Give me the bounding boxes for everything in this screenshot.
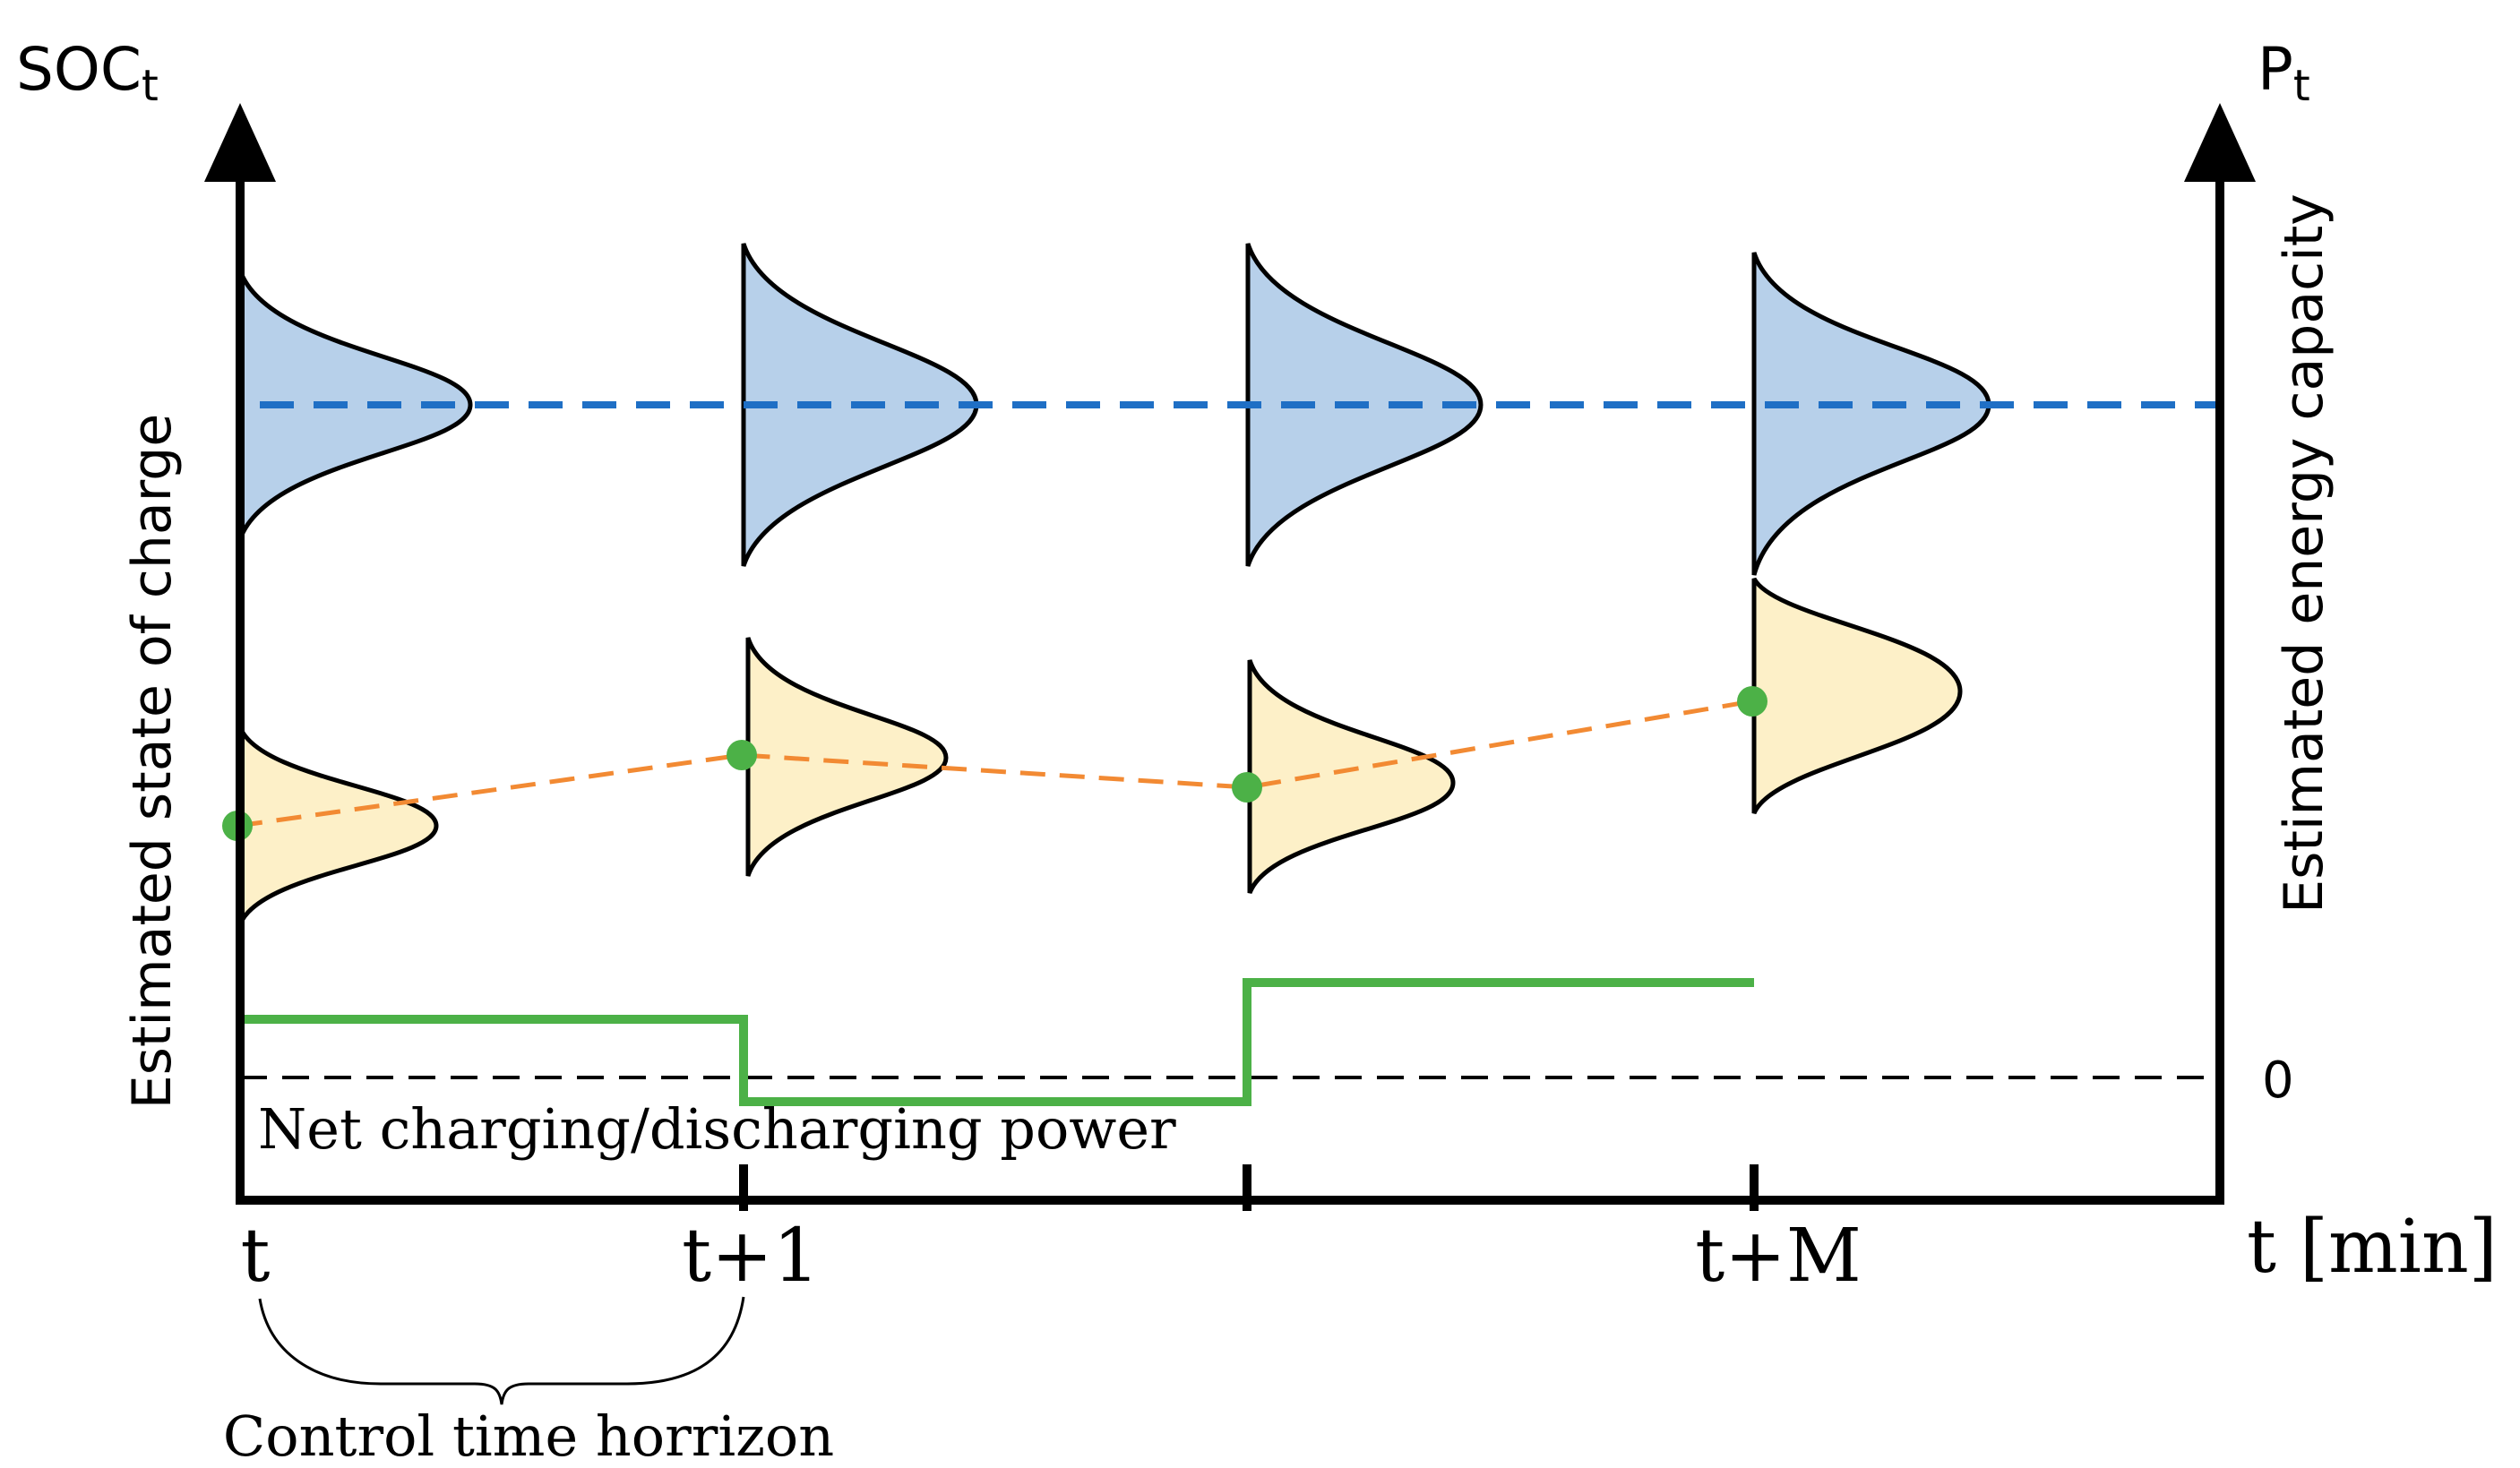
right-axis-label: Pt	[2258, 35, 2310, 111]
left-axis-symbol: SOC	[16, 35, 142, 104]
right-axis-title: Estimated energy capacity	[2273, 193, 2335, 914]
left-axis-arrow	[204, 103, 276, 182]
soc-point-t2	[1232, 772, 1262, 803]
soc-distribution-tm	[1751, 577, 1963, 815]
left-axis-title: Estimated state of charge	[121, 414, 184, 1110]
power-label: Net charging/discharging power	[258, 1096, 1176, 1162]
right-axis-arrow	[2184, 103, 2256, 182]
right-axis-subscript: t	[2293, 61, 2310, 111]
right-axis-symbol: P	[2258, 35, 2293, 104]
zero-power-label: 0	[2262, 1052, 2294, 1110]
left-axis-subscript: t	[142, 61, 159, 111]
axes	[204, 103, 2256, 1211]
soc-trajectory-line	[237, 699, 1753, 828]
soc-distribution-t	[237, 725, 439, 926]
x-axis-title: t [min]	[2247, 1205, 2498, 1290]
capacity-distribution-tm	[1751, 252, 1991, 576]
x-tick-label-t1: t+1	[682, 1214, 820, 1299]
soc-distributions	[237, 577, 1963, 926]
soc-distribution-t1	[745, 637, 949, 877]
capacity-distribution-t	[237, 270, 473, 540]
left-axis-label: SOCt	[16, 35, 159, 111]
soc-distribution-t2	[1247, 659, 1456, 895]
horizon-brace	[258, 1296, 745, 1405]
capacity-distributions	[237, 243, 1991, 576]
soc-point-t1	[727, 740, 757, 770]
soc-point-tm	[1737, 686, 1767, 717]
x-tick-label-tm: t+M	[1695, 1214, 1862, 1299]
soc-points	[222, 686, 1767, 841]
x-tick-label-t: t	[241, 1214, 271, 1299]
horizon-label: Control time horrizon	[223, 1404, 834, 1468]
power-step-line	[240, 978, 1754, 1106]
